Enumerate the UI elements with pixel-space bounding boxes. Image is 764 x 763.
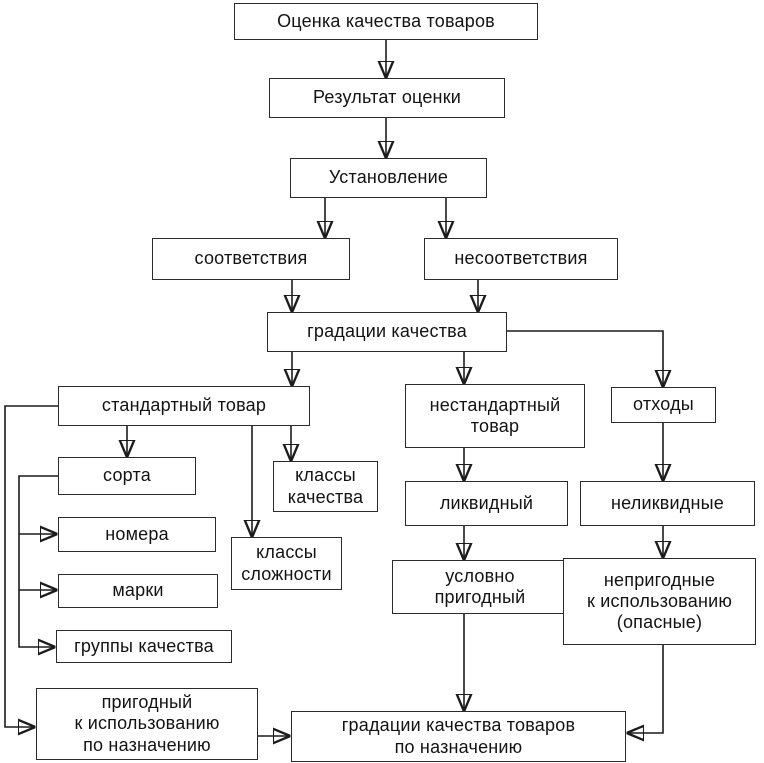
node-klassy-kachestva: классы качества bbox=[273, 461, 378, 512]
node-nelikvidnye: неликвидные bbox=[580, 481, 755, 526]
node-neprigodnye-opasnye: непригодные к использованию (опасные) bbox=[563, 558, 756, 645]
node-prigodny-po-naznacheniyu: пригодный к использованию по назначению bbox=[36, 688, 258, 760]
node-otkhody: отходы bbox=[611, 387, 716, 423]
node-label: марки bbox=[112, 580, 164, 601]
node-label: несоответствия bbox=[454, 248, 588, 269]
node-label: стандартный товар bbox=[101, 395, 267, 416]
node-ustanovlenie: Установление bbox=[290, 158, 487, 198]
node-label: неликвидные bbox=[611, 492, 724, 513]
edge-gradatsii-to-otkhody bbox=[507, 330, 663, 386]
node-gruppy-kachestva: группы качества bbox=[56, 630, 232, 663]
node-sorta: сорта bbox=[58, 457, 196, 495]
node-label: Оценка качества товаров bbox=[277, 10, 495, 31]
node-nesootvetstviya: несоответствия bbox=[424, 238, 618, 280]
node-label: номера bbox=[105, 523, 169, 544]
node-label: ликвидный bbox=[439, 492, 534, 513]
node-marki: марки bbox=[58, 574, 218, 608]
edge-standartny-to-prigodny-rail bbox=[4, 405, 58, 727]
node-label: Результат оценки bbox=[312, 87, 462, 108]
node-label: отходы bbox=[633, 394, 694, 415]
node-label: сорта bbox=[103, 465, 151, 486]
node-label: градации качества bbox=[307, 321, 467, 342]
node-label: пригодный к использованию по назначению bbox=[74, 692, 220, 755]
node-label: нестандартный товар bbox=[429, 394, 561, 436]
node-otsenka-kachestva: Оценка качества товаров bbox=[234, 3, 538, 40]
node-label: соответствия bbox=[194, 248, 308, 269]
node-sootvetstviya: соответствия bbox=[152, 238, 350, 280]
node-label: классы качества bbox=[287, 465, 364, 507]
node-gradatsii-tovarov-po-naznacheniyu: градации качества товаров по назначению bbox=[291, 711, 626, 762]
node-rezultat-otsenki: Результат оценки bbox=[269, 78, 505, 118]
edge-sorta-rail-to-gruppy bbox=[18, 475, 58, 647]
node-standartny-tovar: стандартный товар bbox=[58, 386, 310, 426]
node-nomera: номера bbox=[58, 517, 216, 552]
node-gradatsii-kachestva: градации качества bbox=[267, 312, 507, 352]
node-likvidny: ликвидный bbox=[405, 481, 568, 526]
edge-neprigodnye-to-gradatsii-tovarov bbox=[628, 645, 664, 733]
node-label: Установление bbox=[328, 167, 449, 188]
node-label: условно пригодный bbox=[434, 565, 526, 607]
node-nestandartny-tovar: нестандартный товар bbox=[405, 384, 585, 448]
node-label: непригодные к использованию (опасные) bbox=[586, 569, 733, 633]
node-uslovno-prigodny: условно пригодный bbox=[392, 560, 568, 614]
node-label: градации качества товаров по назначению bbox=[341, 715, 576, 757]
node-klassy-slozhnosti: классы сложности bbox=[231, 537, 342, 590]
node-label: группы качества bbox=[74, 635, 214, 656]
node-label: классы сложности bbox=[241, 542, 332, 584]
